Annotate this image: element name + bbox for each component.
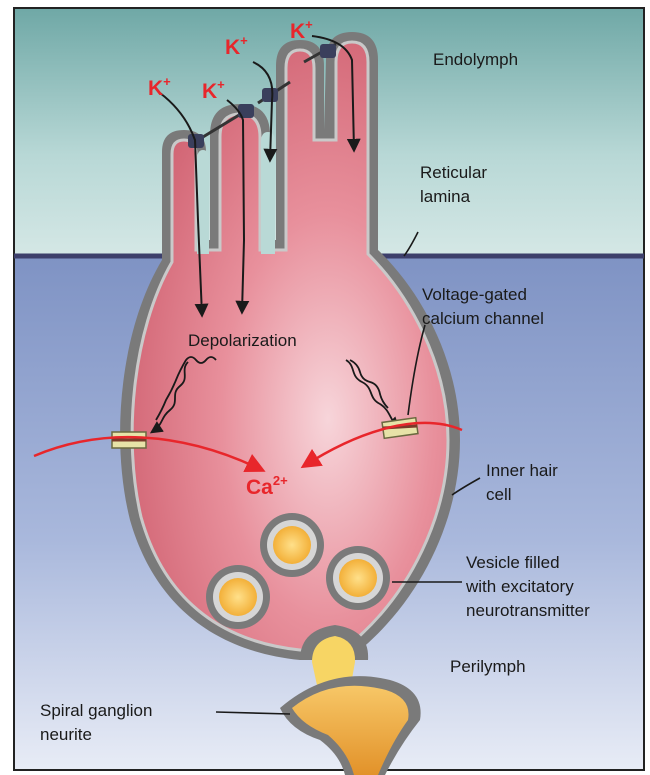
endolymph-label: Endolymph (433, 50, 518, 69)
voltage-gated-label-1: Voltage-gated (422, 285, 527, 304)
spiral-ganglion-label-2: neurite (40, 725, 92, 744)
vesicle-2 (206, 565, 270, 629)
reticular-lamina-label-2: lamina (420, 187, 471, 206)
reticular-lamina-label-1: Reticular (420, 163, 487, 182)
depolarization-label: Depolarization (188, 331, 297, 350)
spiral-ganglion-label-1: Spiral ganglion (40, 701, 152, 720)
vesicle-3 (326, 546, 390, 610)
vesicle-label-1: Vesicle filled (466, 553, 560, 572)
voltage-gated-label-2: calcium channel (422, 309, 544, 328)
calcium-channel-left (112, 432, 146, 448)
inner-hair-cell-label-2: cell (486, 485, 512, 504)
vesicle-label-3: neurotransmitter (466, 601, 590, 620)
vesicle-1 (260, 513, 324, 577)
stereocilia-gap-2 (261, 132, 275, 254)
perilymph-label: Perilymph (450, 657, 526, 676)
inner-hair-cell-label-1: Inner hair (486, 461, 558, 480)
vesicle-label-2: with excitatory (465, 577, 574, 596)
